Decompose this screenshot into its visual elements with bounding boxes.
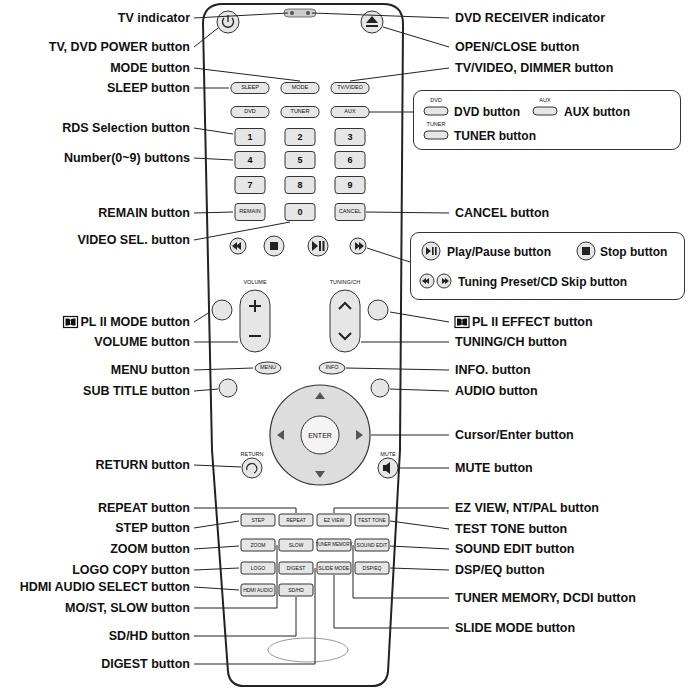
button-text: TUNER MEMORY [316,543,353,548]
callout-label: MODE button [110,61,190,76]
button-text: SLEEP [241,85,259,91]
callout-label: HDMI AUDIO SELECT button [20,580,190,595]
icon-caption: AUX [539,98,550,104]
button-text: MENU [260,365,276,371]
button-text: SLIDE MODE [319,566,350,571]
callout-label: Number(0~9) buttons [64,151,190,166]
callout-label: SLIDE MODE button [455,621,575,636]
button-text: CANCEL [339,209,361,215]
button-text: 0 [297,208,302,217]
remote-body [203,4,403,686]
callout-label: VOLUME button [94,335,190,350]
button-text: TV/VIDEO [337,85,363,91]
callout-label: VIDEO SEL. button [78,233,191,248]
button-text: MUTE [380,452,396,458]
callout-label: MO/ST, SLOW button [65,601,190,616]
callout-label: CANCEL button [455,206,549,221]
callout-label: LOGO COPY button [72,563,190,578]
callout-label: Cursor/Enter button [455,428,574,443]
button-description: Play/Pause button [447,245,551,259]
button-text: ZOOM [251,543,266,548]
dolby-symbol [64,317,78,328]
button-text: ENTER [308,432,332,439]
button-text: 1 [247,133,252,142]
button-description: DVD button [454,105,520,119]
callout-label: PL II MODE button [81,315,190,330]
button-text: 2 [297,133,302,142]
callout-label: ZOOM button [110,542,190,557]
callout-label: REPEAT button [98,501,190,516]
button-text: 8 [297,181,302,190]
button-description: Tuning Preset/CD Skip button [458,275,627,289]
callout-label: OPEN/CLOSE button [455,40,579,55]
icon-caption: DVD [430,98,442,104]
callout-label: DVD RECEIVER indicator [455,11,605,26]
callout-label: TUNING/CH button [455,335,567,350]
button-text: TUNING/CH [330,280,361,286]
callout-label: SD/HD button [109,629,190,644]
button-text: MODE [292,85,309,91]
callout-label: TV/VIDEO, DIMMER button [455,61,613,76]
callout-label: TV indicator [118,11,190,26]
dolby-symbol [455,317,469,328]
button-text: DIGEST [287,566,306,571]
callout-label: STEP button [115,521,190,536]
button-description: TUNER button [454,129,536,143]
button-text: REPEAT [286,518,306,523]
leader-lines [194,13,449,664]
callout-label: RDS Selection button [62,121,190,136]
button-text: TUNER [291,109,310,115]
button-text: RETURN [241,452,264,458]
callout-label: PL II EFFECT button [472,315,593,330]
button-text: 6 [347,156,352,165]
button-text: STEP [251,518,264,523]
callout-label: TUNER MEMORY, DCDI button [455,591,636,606]
callout-label: TEST TONE button [455,522,567,537]
callout-label: SUB TITLE button [83,384,190,399]
legend-box: Play/Pause button Stop buttonTuning Prese… [410,232,685,300]
button-text: SOUND EDIT [357,543,388,548]
callout-label: DIGEST button [101,657,190,672]
button-text: EZ VIEW [324,518,345,523]
callout-label: INFO. button [455,363,531,378]
button-text: LOGO [251,566,265,571]
button-text: 9 [347,181,352,190]
callout-label: SOUND EDIT button [455,542,574,557]
button-text: 4 [247,156,252,165]
button-text: HDMI AUDIO [243,588,273,593]
callout-label: MUTE button [455,461,533,476]
callout-label: AUDIO button [455,384,538,399]
callout-label: EZ VIEW, NT/PAL button [455,501,599,516]
callout-label: TV, DVD POWER button [49,40,190,55]
callout-label: SLEEP button [107,81,190,96]
button-text: SLOW [289,543,304,548]
button-text: VOLUME [243,280,266,286]
callout-label: DSP/EQ button [455,563,545,578]
icon-caption: TUNER [427,122,446,128]
callout-label: MENU button [111,363,190,378]
legend-icons [420,107,595,288]
callout-label: RETURN button [96,458,190,473]
callout-label: REMAIN button [98,206,190,221]
button-text: 5 [297,156,302,165]
button-text: DSP/EQ [363,566,382,571]
button-text: 7 [247,181,252,190]
button-text: DVD [244,109,256,115]
button-text: INFO [325,365,338,371]
button-text: REMAIN [239,209,260,215]
button-description: Stop button [600,245,667,259]
button-text: AUX [344,109,355,115]
button-description: AUX button [564,105,630,119]
button-text: 3 [347,133,352,142]
button-text: TEST TONE [358,518,386,523]
button-text: SD/HD [288,588,304,593]
